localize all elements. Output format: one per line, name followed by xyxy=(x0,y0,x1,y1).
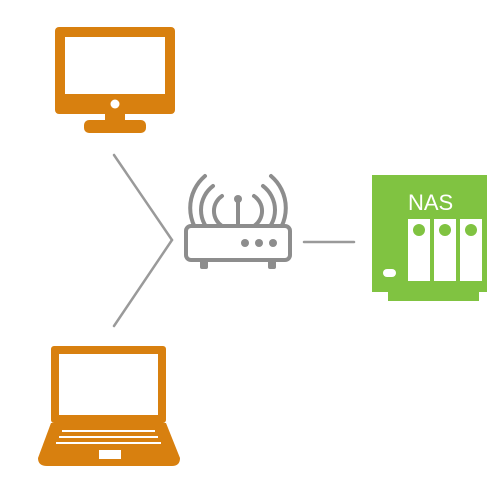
desktop-monitor-icon xyxy=(55,27,175,133)
router-led-1 xyxy=(241,239,249,247)
connector-desktop-router xyxy=(112,153,174,242)
nas-power-button xyxy=(383,269,396,277)
router-led-2 xyxy=(255,239,263,247)
router-body xyxy=(184,224,292,262)
monitor-power-dot xyxy=(110,99,120,109)
wifi-router-icon xyxy=(184,174,292,269)
laptop-icon xyxy=(38,346,180,466)
router-wave-left-inner xyxy=(212,194,224,228)
router-wave-right-inner xyxy=(252,194,264,228)
nas-bottom-lip xyxy=(388,292,479,301)
monitor-neck xyxy=(105,114,125,122)
monitor-screen xyxy=(65,37,165,94)
router-led-3 xyxy=(269,239,277,247)
nas-drive-bay-1 xyxy=(408,219,430,281)
nas-drive-led-1 xyxy=(413,224,425,236)
connectors xyxy=(112,153,356,328)
nas-drive-bay-3 xyxy=(460,219,482,281)
nas-drive-led-3 xyxy=(465,224,477,236)
monitor-stand xyxy=(84,120,146,133)
laptop-touchpad xyxy=(99,450,121,459)
nas-label: NAS xyxy=(408,190,453,215)
nas-drive-bay-2 xyxy=(434,219,456,281)
router-foot-right xyxy=(268,260,276,269)
laptop-base xyxy=(38,423,180,466)
laptop-screen xyxy=(59,354,158,415)
nas-storage-icon: NAS xyxy=(372,175,487,301)
connector-laptop-router xyxy=(112,238,174,328)
nas-drive-led-2 xyxy=(439,224,451,236)
router-foot-left xyxy=(200,260,208,269)
